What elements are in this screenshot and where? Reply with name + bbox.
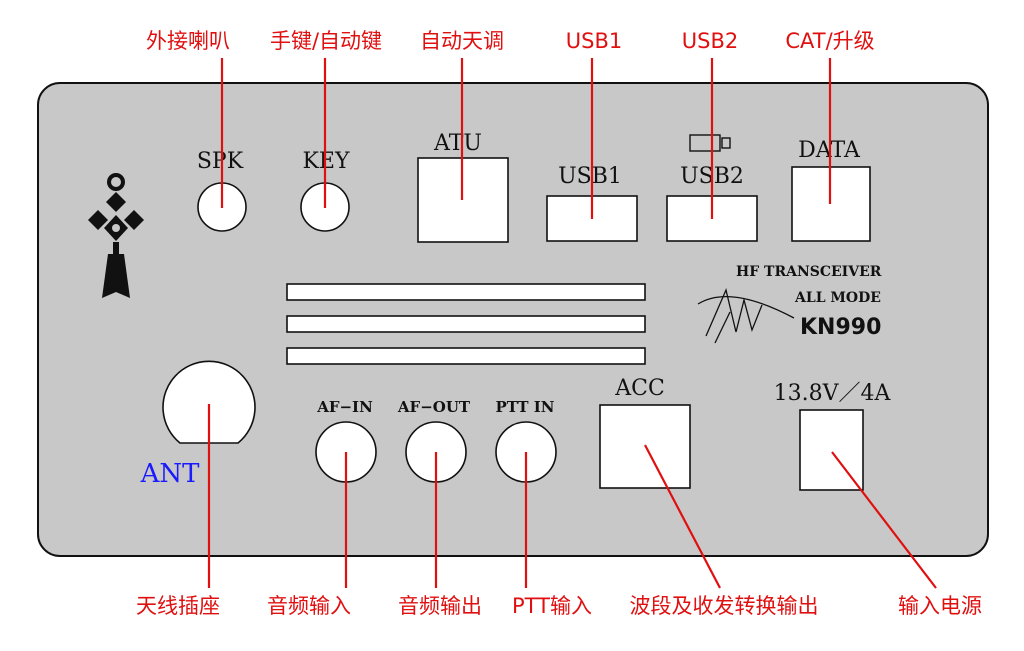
ptt-in-label: PTT IN — [495, 398, 554, 416]
brand-line2: ALL MODE — [794, 290, 881, 306]
acc-label: ACC — [614, 376, 665, 401]
callout-ptt: PTT输入 — [512, 594, 592, 618]
vent-slot — [286, 283, 646, 301]
callout-power: 输入电源 — [898, 594, 982, 618]
usb1-label: USB1 — [558, 164, 622, 189]
ant-label: ANT — [140, 459, 201, 489]
callout-acc: 波段及收发转换输出 — [630, 594, 819, 618]
brand-line1: HF TRANSCEIVER — [736, 264, 882, 280]
chinese-knot-icon — [88, 173, 144, 298]
callout-usb2: USB2 — [682, 29, 738, 53]
vent-slot — [286, 315, 646, 333]
spk-label: SPK — [197, 149, 244, 174]
key-label: KEY — [302, 149, 349, 174]
callout-af-in: 音频输入 — [267, 594, 351, 618]
af-in-label: AF−IN — [316, 398, 373, 416]
callout-data: CAT/升级 — [785, 29, 874, 53]
leader-acc — [644, 444, 721, 589]
vent-slots — [286, 283, 646, 365]
power-port — [799, 409, 864, 491]
brand-logo-icon — [697, 287, 795, 344]
vent-slot — [286, 347, 646, 365]
ant-connector — [162, 360, 256, 444]
leader-power — [831, 451, 937, 589]
af-out-label: AF−OUT — [397, 398, 471, 416]
callout-af-out: 音频输出 — [398, 594, 482, 618]
atu-label: ATU — [433, 131, 482, 156]
callout-key: 手键/自动键 — [270, 29, 382, 53]
callout-atu: 自动天调 — [420, 29, 504, 53]
usb-device-icon — [689, 134, 731, 152]
callout-usb1: USB1 — [566, 29, 622, 53]
power-label: 13.8V／4A — [774, 381, 892, 406]
callout-speaker: 外接喇叭 — [146, 29, 230, 53]
brand-model: KN990 — [800, 315, 881, 340]
callout-ant: 天线插座 — [136, 594, 220, 618]
